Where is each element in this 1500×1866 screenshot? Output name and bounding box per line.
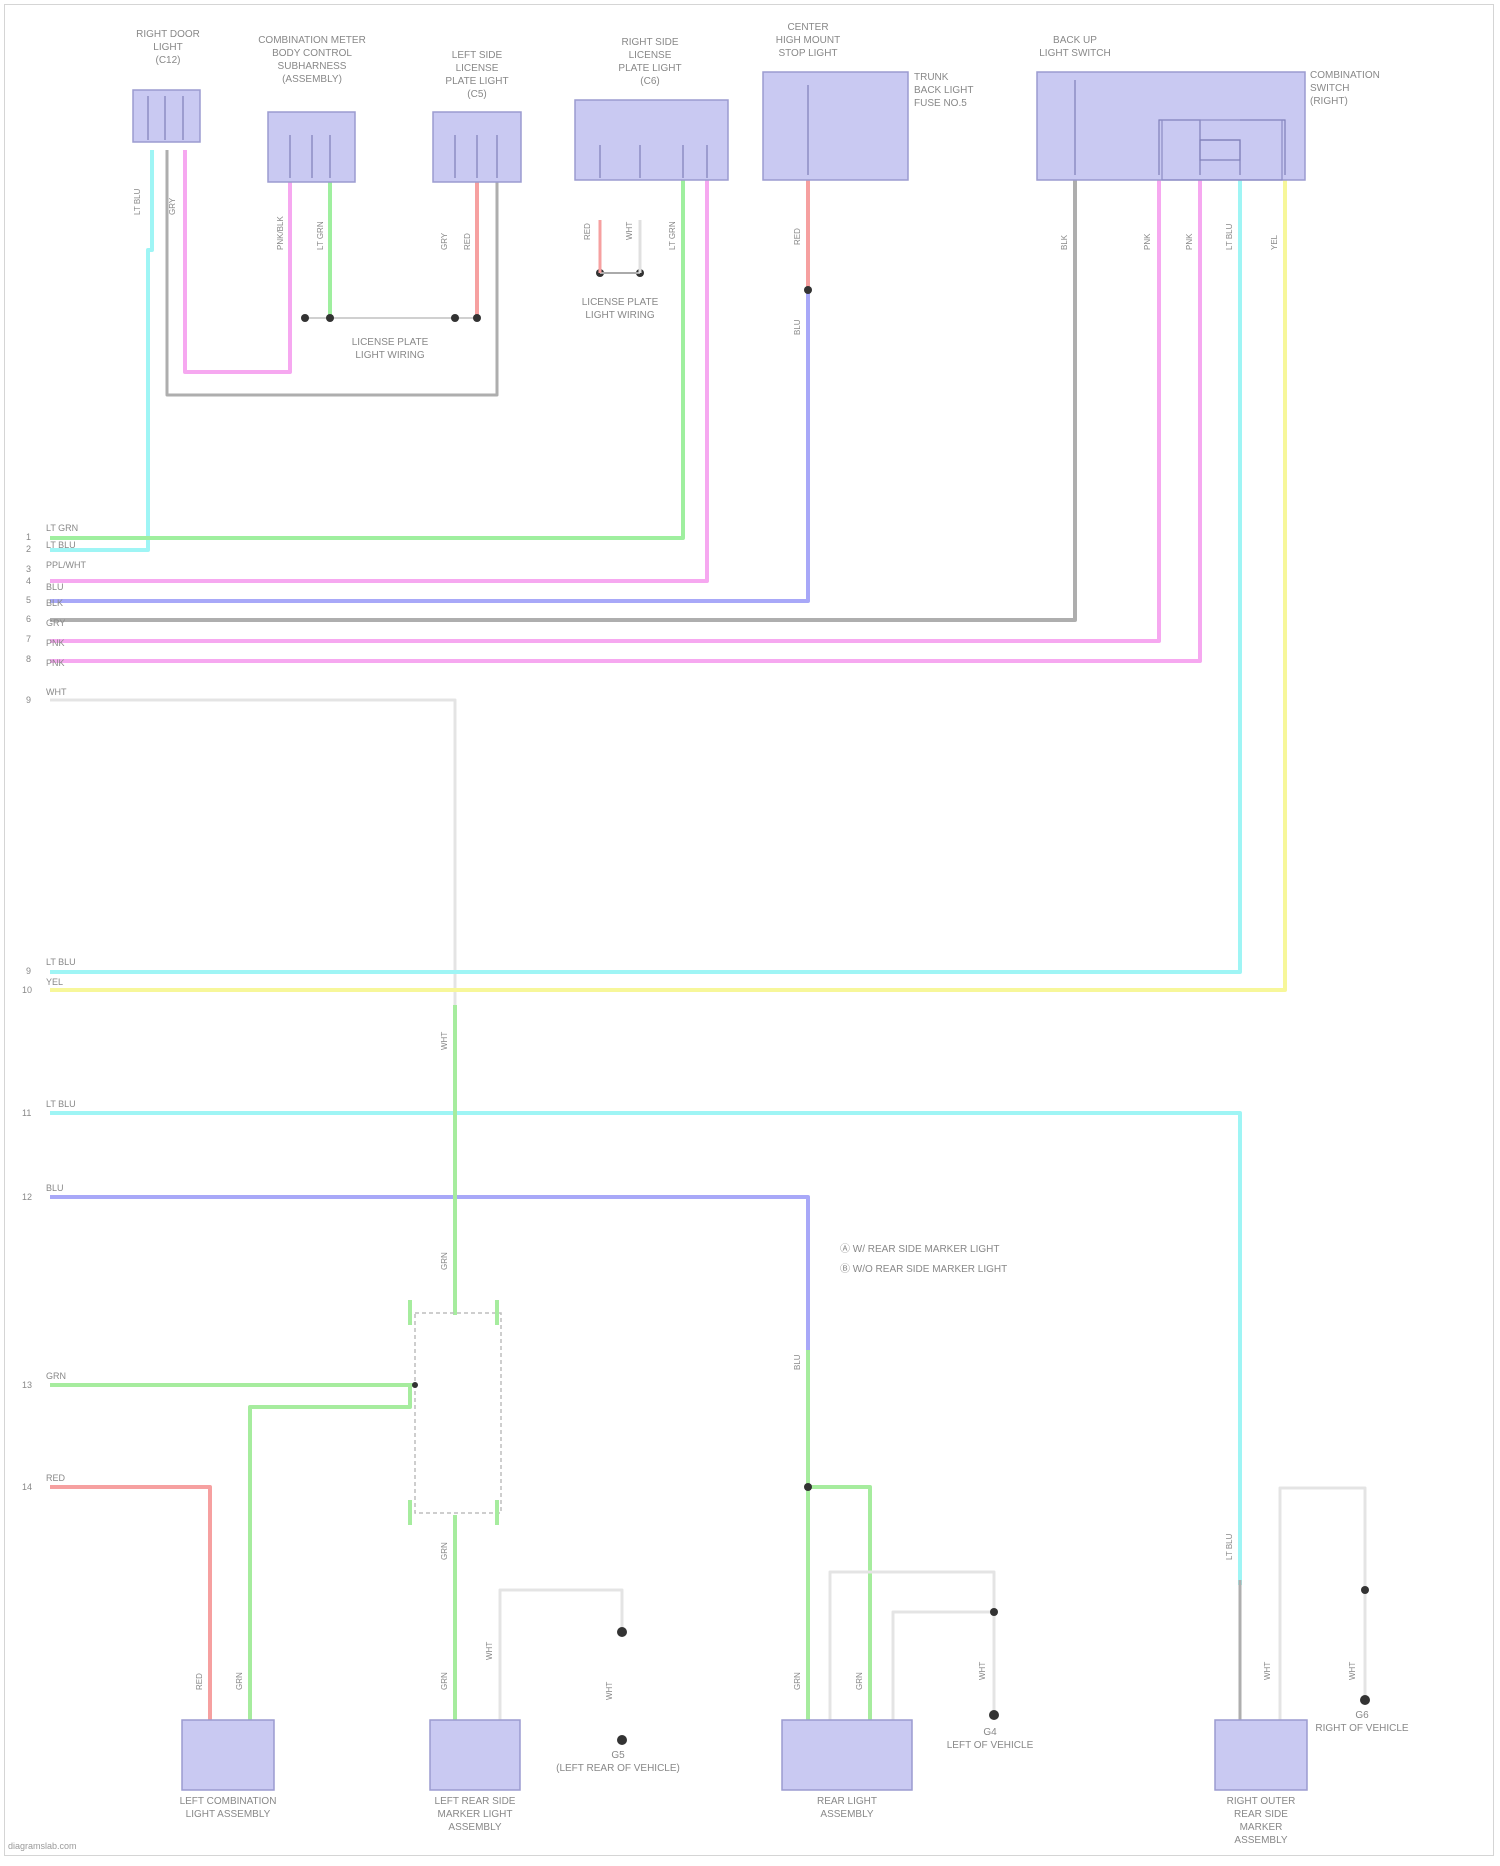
diagram-frame (4, 4, 1494, 1856)
footer-watermark: diagramslab.com (8, 1841, 77, 1851)
